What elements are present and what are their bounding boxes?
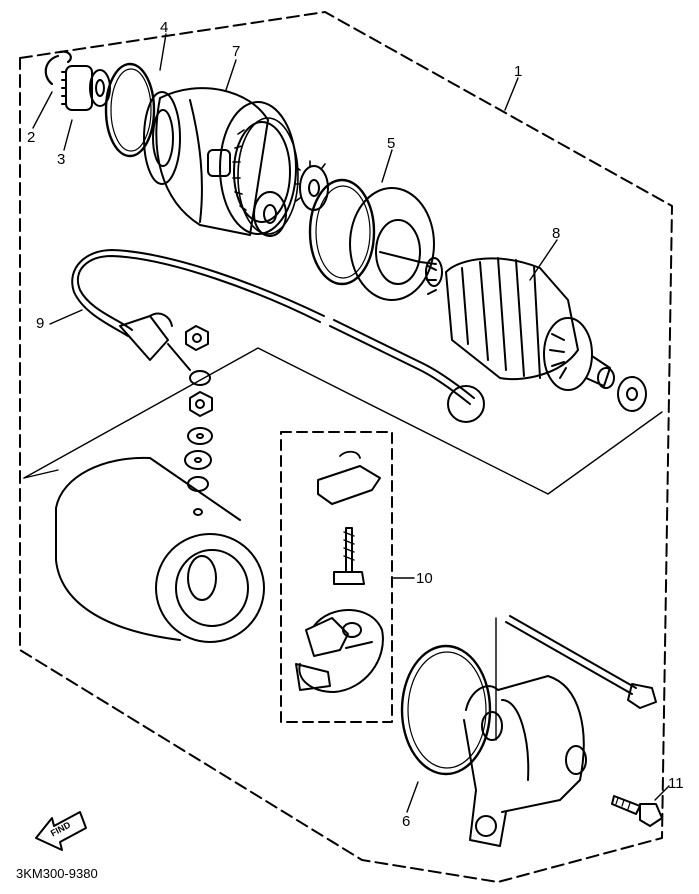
- armature-washer: [617, 376, 647, 412]
- armature-washer-hole: [626, 387, 638, 401]
- callout-8: 8: [552, 225, 561, 242]
- front-cover: [143, 87, 297, 236]
- pinion-gear: [61, 65, 111, 111]
- terminal-bolt: [333, 527, 365, 585]
- o-ring-middle-inner: [315, 185, 371, 279]
- leader-7: [225, 59, 237, 91]
- leader-6: [406, 781, 419, 813]
- leader-1: [504, 77, 519, 111]
- callout-11: 11: [668, 775, 684, 792]
- callout-5: 5: [387, 135, 396, 152]
- mounting-bolt: [611, 795, 663, 827]
- through-bolt: [505, 615, 657, 709]
- reference-lines: [23, 347, 663, 495]
- assembly-boundary: [19, 11, 673, 883]
- nut-washer-stack: [184, 325, 213, 492]
- brush-kit-boundary: [280, 431, 393, 723]
- callout-10: 10: [416, 570, 433, 587]
- internal-gear-plate: [349, 187, 443, 301]
- find-arrow-icon: [35, 811, 87, 851]
- o-ring-front: [104, 62, 156, 158]
- leader-5: [381, 149, 393, 183]
- leader-2: [32, 91, 53, 129]
- leader-4: [159, 33, 167, 71]
- lead-wire: [71, 249, 485, 423]
- callout-9: 9: [36, 315, 45, 332]
- drawing-code: 3KM300-9380: [16, 866, 98, 881]
- callout-1: 1: [514, 63, 523, 80]
- reference-lines-lower: [23, 469, 59, 479]
- o-ring-middle: [308, 178, 376, 286]
- o-ring-front-inner: [110, 68, 152, 152]
- callout-3: 3: [57, 151, 66, 168]
- leader-9: [49, 309, 83, 325]
- rear-cover: [463, 675, 587, 847]
- brush-spring: [339, 450, 361, 459]
- callout-6: 6: [402, 813, 411, 830]
- leader-11: [654, 785, 670, 801]
- brush-holder-plate: [317, 465, 381, 505]
- o-ring-rear-inner: [407, 651, 487, 769]
- callout-7: 7: [232, 43, 241, 60]
- leader-3: [63, 119, 73, 151]
- armature: [426, 257, 615, 391]
- brush-holder: [295, 609, 384, 693]
- yoke-housing: [55, 456, 265, 643]
- callout-2: 2: [27, 129, 36, 146]
- circlip: [44, 50, 72, 86]
- o-ring-rear: [400, 644, 492, 776]
- callout-4: 4: [160, 19, 169, 36]
